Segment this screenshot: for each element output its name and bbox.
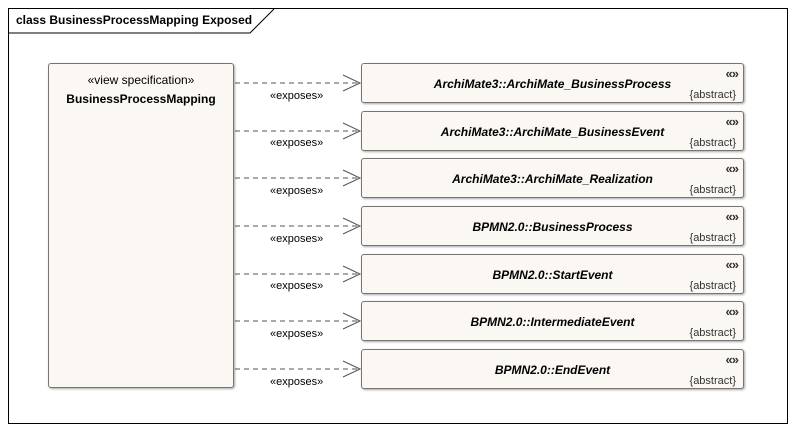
stereotype-icon: «» bbox=[725, 161, 740, 176]
open-arrowhead bbox=[342, 217, 362, 235]
stereotype-icon: «» bbox=[725, 209, 740, 224]
open-arrowhead bbox=[342, 265, 362, 283]
view-spec-stereotype: «view specification» bbox=[87, 73, 195, 87]
abstract-tag: {abstract} bbox=[689, 375, 736, 387]
edge-label-exposes: «exposes» bbox=[270, 376, 324, 388]
target-class-name: BPMN2.0::BusinessProcess bbox=[472, 220, 633, 234]
edge-label-exposes: «exposes» bbox=[270, 185, 324, 197]
open-arrowhead bbox=[342, 312, 362, 330]
edge-label-exposes: «exposes» bbox=[270, 90, 324, 102]
open-arrowhead bbox=[342, 360, 362, 378]
target-class-name: ArchiMate3::ArchiMate_BusinessProcess bbox=[433, 77, 672, 91]
target-class-name: BPMN2.0::StartEvent bbox=[492, 268, 613, 282]
stereotype-icon: «» bbox=[725, 304, 740, 319]
edge-label-exposes: «exposes» bbox=[270, 280, 324, 292]
target-class-box[interactable]: BPMN2.0::BusinessProcess «» {abstract} bbox=[361, 206, 744, 246]
edge-label-exposes: «exposes» bbox=[270, 233, 324, 245]
abstract-tag: {abstract} bbox=[689, 232, 736, 244]
target-class-box[interactable]: ArchiMate3::ArchiMate_BusinessProcess «»… bbox=[361, 63, 744, 103]
target-class-name: ArchiMate3::ArchiMate_Realization bbox=[452, 172, 653, 186]
target-class-box[interactable]: BPMN2.0::EndEvent «» {abstract} bbox=[361, 349, 744, 389]
target-class-name: ArchiMate3::ArchiMate_BusinessEvent bbox=[440, 125, 665, 139]
target-class-name: BPMN2.0::IntermediateEvent bbox=[470, 315, 635, 329]
open-arrowhead bbox=[342, 74, 362, 92]
target-class-box[interactable]: BPMN2.0::IntermediateEvent «» {abstract} bbox=[361, 301, 744, 341]
abstract-tag: {abstract} bbox=[689, 327, 736, 339]
view-spec-name: BusinessProcessMapping bbox=[66, 92, 216, 106]
abstract-tag: {abstract} bbox=[689, 137, 736, 149]
frame-title: class BusinessProcessMapping Exposed bbox=[16, 13, 253, 27]
abstract-tag: {abstract} bbox=[689, 184, 736, 196]
target-class-box[interactable]: BPMN2.0::StartEvent «» {abstract} bbox=[361, 254, 744, 294]
target-class-name: BPMN2.0::EndEvent bbox=[494, 363, 611, 377]
view-specification-box[interactable]: «view specification» BusinessProcessMapp… bbox=[48, 63, 234, 388]
target-class-box[interactable]: ArchiMate3::ArchiMate_Realization «» {ab… bbox=[361, 158, 744, 198]
target-class-box[interactable]: ArchiMate3::ArchiMate_BusinessEvent «» {… bbox=[361, 111, 744, 151]
open-arrowhead bbox=[342, 169, 362, 187]
stereotype-icon: «» bbox=[725, 352, 740, 367]
open-arrowhead bbox=[342, 122, 362, 140]
stereotype-icon: «» bbox=[725, 66, 740, 81]
stereotype-icon: «» bbox=[725, 114, 740, 129]
stereotype-icon: «» bbox=[725, 257, 740, 272]
abstract-tag: {abstract} bbox=[689, 280, 736, 292]
edge-label-exposes: «exposes» bbox=[270, 328, 324, 340]
abstract-tag: {abstract} bbox=[689, 89, 736, 101]
edge-label-exposes: «exposes» bbox=[270, 137, 324, 149]
frame-title-tab bbox=[8, 8, 276, 34]
